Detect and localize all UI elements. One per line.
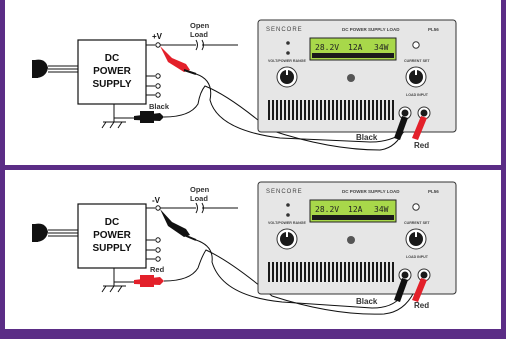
dc-power-supply-box [77,39,147,105]
current-set-knob-icon [405,228,427,250]
red-lead-wire [195,73,413,143]
terminal-label: +V [152,32,163,41]
red-probe-clip-icon [134,275,164,287]
volt-range-knob-icon [276,228,298,250]
vent-slots [268,262,394,282]
supply-label-line2: POWER [93,230,132,241]
open-load-label-line1: Open [190,185,210,194]
lcd-watts: 34W [374,43,389,52]
frame-divider [0,165,506,170]
load-input-label: LOAD INPUT [406,93,429,97]
dc-power-supply-box [77,203,147,269]
current-set-knob-icon [405,66,427,88]
ground-lead-label: Red [150,265,165,274]
lcd-watts: 34W [374,205,389,214]
ground-symbol-icon [101,268,126,293]
left-jack-label: Black [356,133,378,142]
power-plug-icon [32,59,78,78]
red-banana-plug-icon [412,116,427,140]
load-unit-title: DC POWER SUPPLY LOAD [342,189,400,194]
load-unit-panel [257,181,457,295]
load-unit-brand: SENCORE [266,27,303,33]
frame-bottom [0,329,506,339]
red-lead-wire [163,249,415,315]
black-probe-clip-icon [160,209,197,241]
load-unit-model: PL56 [428,189,439,194]
lcd-volts: 28.2V [315,205,339,214]
left-jack-label: Black [356,297,378,306]
terminal-label: -V [152,196,161,205]
ground-lead-label: Black [149,102,170,111]
indicator-button [347,236,355,244]
black-banana-plug-icon [394,116,408,140]
load-unit-model: PL56 [428,27,439,32]
electronic-load-unit: SENCORE DC POWER SUPPLY LOAD PL56 28.2V … [257,181,457,295]
indicator-button [347,74,355,82]
right-jack-label: Red [414,301,429,310]
volt-range-label: VOLT/POWER RANGE [268,59,306,63]
diagram-top: DC POWER SUPPLY +V Open Load [32,19,457,151]
open-load-label-line1: Open [190,21,210,30]
supply-terminals [155,42,161,98]
current-set-label: CURRENT SET [404,59,430,63]
load-unit-title: DC POWER SUPPLY LOAD [342,27,400,32]
red-banana-plug-icon [412,278,427,302]
black-banana-plug-icon [394,278,408,302]
supply-label-line3: SUPPLY [92,79,131,90]
lcd-amps: 12A [348,43,363,52]
supply-label-line1: DC [105,53,119,64]
open-load-label-line2: Load [190,30,208,39]
electronic-load-unit: SENCORE DC POWER SUPPLY LOAD PL56 28.2V … [257,19,457,133]
black-lead-wire [163,85,405,151]
lcd-amps: 12A [348,205,363,214]
lcd-volts: 28.2V [315,43,339,52]
supply-label-line1: DC [105,217,119,228]
right-jack-label: Red [414,141,429,150]
supply-terminals [155,205,161,262]
ground-symbol-icon [101,104,126,129]
black-lead-wire [195,239,405,309]
vent-slots [268,100,394,120]
load-input-label: LOAD INPUT [406,255,429,259]
volt-range-knob-icon [276,66,298,88]
diagram-bottom: DC POWER SUPPLY -V Open Load [32,181,457,315]
open-load-label-line2: Load [190,194,208,203]
load-unit-brand: SENCORE [266,189,303,195]
power-plug-icon [32,223,78,242]
supply-label-line2: POWER [93,66,132,77]
red-probe-clip-icon [160,46,197,75]
black-probe-clip-icon [134,111,164,123]
current-set-label: CURRENT SET [404,221,430,225]
supply-label-line3: SUPPLY [92,243,131,254]
load-unit-panel [257,19,457,133]
volt-range-label: VOLT/POWER RANGE [268,221,306,225]
